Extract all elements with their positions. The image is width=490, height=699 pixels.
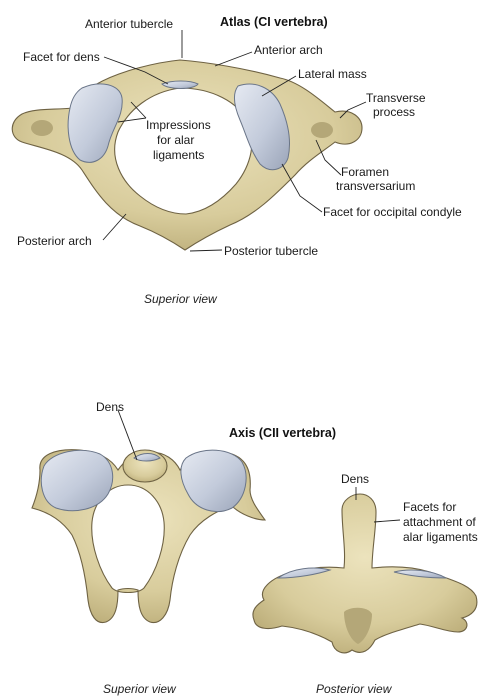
label-posterior-arch: Posterior arch: [17, 234, 92, 248]
axis-posterior-right-facet: [393, 569, 448, 579]
label-lateral-mass: Lateral mass: [298, 67, 367, 81]
axis-spinous-process: [344, 607, 372, 644]
atlas-title: Atlas (CI vertebra): [220, 15, 328, 29]
atlas-leaders: [102, 30, 367, 252]
dens-tip: [133, 453, 161, 462]
axis-left-superior-facet: [40, 449, 114, 512]
facets-leader: [373, 519, 401, 523]
label-facets-line2: attachment of: [403, 515, 476, 529]
label-transverse-process-line2: process: [373, 105, 415, 119]
axis-posterior-left-facet: [276, 567, 332, 579]
label-facet-for-dens: Facet for dens: [23, 50, 100, 64]
label-impressions-line3: ligaments: [153, 148, 204, 162]
label-impressions-line2: for alar: [157, 133, 194, 147]
right-foramen-transversarium: [311, 122, 333, 138]
left-occipital-facet: [67, 83, 123, 163]
axis-posterior-bone: [252, 493, 478, 654]
axis-right-superior-facet: [180, 449, 247, 512]
label-foramen-line1: Foramen: [341, 165, 389, 179]
facet-for-dens: [161, 80, 199, 89]
axis-superior-illustration: [31, 449, 267, 624]
right-occipital-facet: [233, 83, 291, 171]
atlas-illustration: [11, 59, 363, 251]
label-anterior-tubercle: Anterior tubercle: [85, 17, 173, 31]
axis-posterior-illustration: [252, 493, 478, 654]
left-foramen-transversarium: [31, 120, 53, 136]
dens-superior-leader: [117, 409, 138, 461]
axis-superior-view-caption: Superior view: [103, 682, 177, 696]
label-transverse-process-line1: Transverse: [366, 91, 426, 105]
label-foramen-line2: transversarium: [336, 179, 415, 193]
label-posterior-tubercle: Posterior tubercle: [224, 244, 318, 258]
label-facets-line1: Facets for: [403, 500, 456, 514]
axis-posterior-view-caption: Posterior view: [316, 682, 393, 696]
label-facets-line3: alar ligaments: [403, 530, 478, 544]
label-facet-occipital-condyle: Facet for occipital condyle: [323, 205, 462, 219]
label-anterior-arch: Anterior arch: [254, 43, 323, 57]
atlas-labels: Atlas (CI vertebra) Anterior tubercle Fa…: [17, 15, 462, 306]
label-impressions-line1: Impressions: [146, 118, 211, 132]
label-dens-superior: Dens: [96, 400, 124, 414]
label-dens-posterior: Dens: [341, 472, 369, 486]
atlas-superior-view-caption: Superior view: [144, 292, 218, 306]
axis-title: Axis (CII vertebra): [229, 426, 336, 440]
